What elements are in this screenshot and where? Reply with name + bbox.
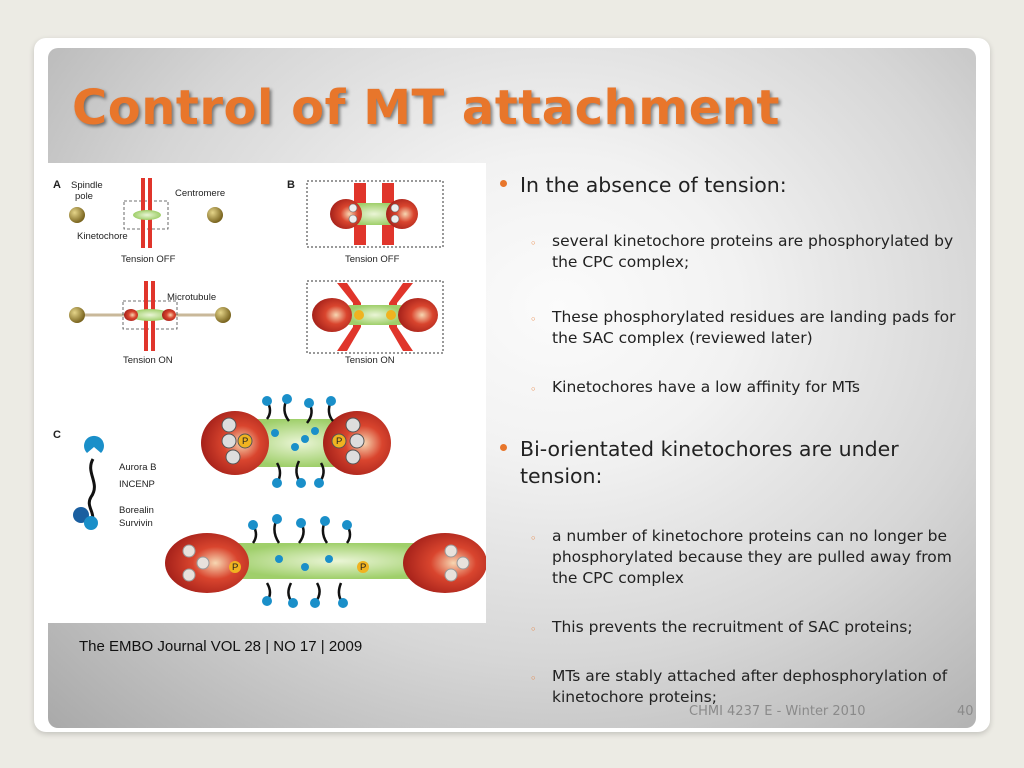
phospho-c1-7 bbox=[349, 433, 365, 449]
centromere-b2 bbox=[347, 305, 403, 325]
bullet-text: In the absence of tension: bbox=[520, 173, 787, 197]
phospho-c1-4 bbox=[225, 449, 241, 465]
bullet-level1: In the absence of tension: bbox=[492, 172, 977, 199]
bullet-text: This prevents the recruitment of SAC pro… bbox=[552, 618, 913, 636]
bullet-ring-icon: ◦ bbox=[530, 672, 537, 685]
panel-c-letter: C bbox=[53, 429, 61, 441]
kinetochore-b2-right bbox=[398, 298, 438, 332]
bullet-level2: ◦ This prevents the recruitment of SAC p… bbox=[492, 617, 977, 638]
spindle-pole-left-a1 bbox=[69, 207, 85, 223]
phospho-b1-2 bbox=[348, 214, 358, 224]
bullet-ring-icon: ◦ bbox=[530, 623, 537, 636]
label-microtubule: Microtubule bbox=[167, 292, 216, 303]
figure-diagram: A Spindle pole Centromere Kinetochore Te… bbox=[53, 178, 486, 608]
cpc-chains-c2 bbox=[251, 518, 352, 604]
incenp-glyph bbox=[87, 458, 96, 524]
kinetochore-a2-left bbox=[124, 309, 138, 321]
bullet-level2: ◦ Kinetochores have a low affinity for M… bbox=[492, 377, 977, 398]
centromere-a2 bbox=[130, 309, 170, 321]
phospho-c1-8 bbox=[345, 449, 361, 465]
bullet-text: a number of kinetochore proteins can no … bbox=[552, 527, 952, 587]
spindle-pole-left-a2 bbox=[69, 307, 85, 323]
phospho-c1-label-a: P bbox=[242, 436, 248, 447]
phospho-c1-1 bbox=[221, 417, 237, 433]
label-borealin: Borealin bbox=[119, 505, 154, 516]
phospho-c1-5 bbox=[345, 417, 361, 433]
centromere-c2 bbox=[222, 543, 452, 579]
bullet-ring-icon: ◦ bbox=[530, 383, 537, 396]
slide-number: 40 bbox=[957, 704, 974, 719]
bullet-text: several kinetochore proteins are phospho… bbox=[552, 232, 954, 271]
centromere-a1 bbox=[133, 210, 161, 220]
aurora-heads-c1 bbox=[262, 394, 336, 488]
bullet-dot-icon bbox=[500, 180, 507, 187]
centromere-box-a2 bbox=[122, 300, 178, 330]
label-centromere: Centromere bbox=[175, 188, 225, 199]
kinetochore-b1-right bbox=[386, 199, 418, 229]
kinetochore-a2-right bbox=[162, 309, 176, 321]
phospho-c1-3 bbox=[237, 433, 253, 449]
label-pole: pole bbox=[75, 191, 93, 202]
bullet-dot-icon bbox=[500, 444, 507, 451]
survivin-glyph bbox=[84, 516, 98, 530]
dephospho-sites-c2 bbox=[182, 544, 470, 582]
phospho-c2-right bbox=[357, 561, 369, 573]
label-survivin: Survivin bbox=[119, 518, 153, 529]
footer-course: CHMI 4237 E - Winter 2010 bbox=[689, 704, 866, 719]
phospho-c2-label-b: P bbox=[360, 562, 366, 573]
phospho-c1-6 bbox=[331, 433, 347, 449]
label-aurora-b: Aurora B bbox=[119, 462, 157, 473]
bullet-text: Bi-orientated kinetochores are under ten… bbox=[520, 437, 899, 488]
phospho-c1-2 bbox=[221, 433, 237, 449]
bullet-level2: ◦ MTs are stably attached after dephosph… bbox=[492, 666, 977, 708]
phospho-b2-left bbox=[354, 310, 364, 320]
panel-a-letter: A bbox=[53, 179, 61, 191]
microtubule-b2-left bbox=[337, 283, 361, 351]
label-spindle: Spindle bbox=[71, 180, 103, 191]
spindle-pole-right-a1 bbox=[207, 207, 223, 223]
phospho-c2-left bbox=[229, 561, 241, 573]
slide-title: Control of MT attachment bbox=[72, 80, 780, 136]
bullet-ring-icon: ◦ bbox=[530, 532, 537, 545]
bullet-level2: ◦ a number of kinetochore proteins can n… bbox=[492, 526, 977, 589]
label-incenp: INCENP bbox=[119, 479, 155, 490]
bullet-text: MTs are stably attached after dephosphor… bbox=[552, 667, 948, 706]
panel-b-box-on bbox=[306, 280, 444, 354]
bullet-text: Kinetochores have a low affinity for MTs bbox=[552, 378, 860, 396]
microtubule-b2-right bbox=[389, 283, 413, 351]
aurora-heads-c2 bbox=[248, 514, 352, 608]
phospho-c2-label-a: P bbox=[232, 562, 238, 573]
cpc-chains-c1 bbox=[265, 398, 334, 484]
panel-b-letter: B bbox=[287, 179, 295, 191]
bullet-level1: Bi-orientated kinetochores are under ten… bbox=[492, 436, 977, 490]
panel-b-box-off bbox=[306, 180, 444, 248]
label-tension-off-b: Tension OFF bbox=[345, 254, 400, 265]
label-tension-off-a: Tension OFF bbox=[121, 254, 176, 265]
phospho-b2-right bbox=[386, 310, 396, 320]
phospho-b1-1 bbox=[348, 203, 358, 213]
kinetochore-c2-right bbox=[403, 533, 486, 593]
bullet-ring-icon: ◦ bbox=[530, 237, 537, 250]
figure-kinetochore-tension: A Spindle pole Centromere Kinetochore Te… bbox=[47, 163, 486, 623]
bullet-level2: ◦ several kinetochore proteins are phosp… bbox=[492, 231, 977, 273]
slide-content: In the absence of tension: ◦ several kin… bbox=[492, 172, 977, 708]
phospho-b1-3 bbox=[390, 203, 400, 213]
aurora-b-glyph bbox=[84, 435, 104, 453]
label-tension-on-b: Tension ON bbox=[345, 355, 395, 366]
bullet-text: These phosphorylated residues are landin… bbox=[552, 308, 956, 347]
phospho-c1-label-b: P bbox=[336, 436, 342, 447]
spindle-pole-right-a2 bbox=[215, 307, 231, 323]
label-tension-on-a: Tension ON bbox=[123, 355, 173, 366]
phospho-b1-4 bbox=[390, 214, 400, 224]
bullet-ring-icon: ◦ bbox=[530, 313, 537, 326]
kinetochore-b1-left bbox=[330, 199, 362, 229]
kinetochore-b2-left bbox=[312, 298, 352, 332]
label-kinetochore: Kinetochore bbox=[77, 231, 128, 242]
figure-citation: The EMBO Journal VOL 28 | NO 17 | 2009 bbox=[79, 638, 363, 655]
bullet-level2: ◦ These phosphorylated residues are land… bbox=[492, 307, 977, 349]
centromere-box-a1 bbox=[123, 200, 169, 230]
borealin-glyph bbox=[73, 507, 89, 523]
